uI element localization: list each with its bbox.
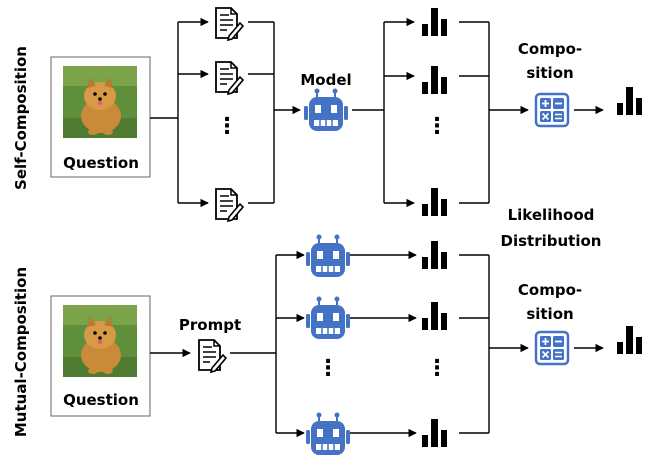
- bar-chart-icon: [422, 302, 447, 330]
- likelihood-label-2: Distribution: [501, 232, 602, 250]
- calculator-icon: [534, 330, 570, 366]
- prompt-label: Prompt: [179, 316, 241, 334]
- dog-photo: [63, 66, 137, 138]
- dog-photo: [63, 305, 137, 377]
- bar-chart-icon: [422, 188, 447, 216]
- document-edit-icon: [215, 188, 244, 222]
- robot-icon: [305, 411, 351, 456]
- calculator-icon: [534, 92, 570, 128]
- bar-chart-icon: [617, 87, 642, 115]
- ellipsis-bars-bottom: ⋮: [426, 356, 448, 381]
- document-edit-icon: [198, 339, 227, 373]
- question-label-top: Question: [63, 154, 139, 172]
- ellipsis-docs-top: ⋮: [216, 114, 238, 139]
- composition-label-top-1: Compo-: [518, 40, 582, 58]
- mutual-composition-label: Mutual-Composition: [12, 267, 30, 437]
- ellipsis-bars-top: ⋮: [426, 114, 448, 139]
- bar-chart-icon: [422, 66, 447, 94]
- robot-icon: [305, 233, 351, 278]
- bar-chart-icon: [422, 8, 447, 36]
- composition-label-bottom-2: sition: [526, 305, 573, 323]
- composition-label-bottom-1: Compo-: [518, 281, 582, 299]
- document-edit-icon: [215, 61, 244, 95]
- self-composition-label: Self-Composition: [12, 46, 30, 190]
- robot-icon: [303, 87, 349, 132]
- bar-chart-icon: [422, 419, 447, 447]
- ellipsis-robots: ⋮: [317, 356, 339, 381]
- robot-icon: [305, 295, 351, 340]
- document-edit-icon: [215, 7, 244, 41]
- bar-chart-icon: [617, 326, 642, 354]
- bar-chart-icon: [422, 241, 447, 269]
- model-label: Model: [300, 71, 351, 89]
- question-label-bottom: Question: [63, 391, 139, 409]
- self-branch-lines: [150, 17, 604, 208]
- mutual-branch-lines: [150, 250, 604, 438]
- composition-label-top-2: sition: [526, 64, 573, 82]
- likelihood-label-1: Likelihood: [508, 206, 595, 224]
